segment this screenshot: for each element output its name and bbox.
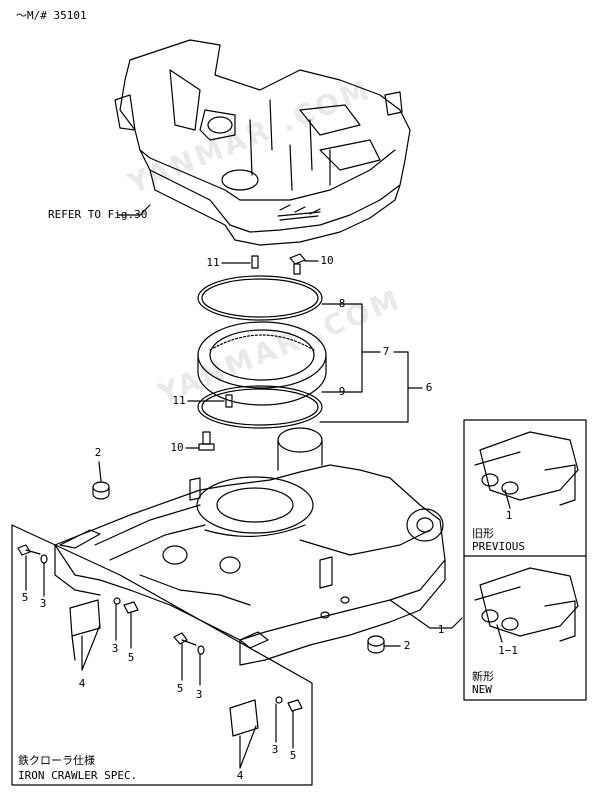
callout-7: 7	[382, 345, 390, 358]
iron-spec-en-label: IRON CRAWLER SPEC.	[18, 769, 138, 782]
track-frame	[54, 427, 446, 666]
swing-bearing	[197, 275, 327, 429]
bolt-5-right	[275, 696, 303, 749]
new-en-label: NEW	[472, 683, 492, 696]
shim-4-right	[229, 699, 259, 769]
callout-5: 5	[176, 682, 184, 695]
callout-6: 6	[425, 381, 433, 394]
iron-crawler-box	[11, 524, 313, 786]
version-inset	[463, 419, 587, 701]
callout-3: 3	[39, 597, 47, 610]
new-jp-label: 新形	[472, 670, 494, 683]
callout-3: 3	[195, 688, 203, 701]
callout-3: 3	[111, 642, 119, 655]
callout-2: 2	[403, 639, 411, 652]
callout-3: 3	[271, 743, 279, 756]
refer-fig-label: REFER TO Fig.30	[48, 208, 148, 221]
callout-5: 5	[289, 749, 297, 762]
callout-8: 8	[338, 297, 346, 310]
bolt-11-top	[221, 255, 259, 269]
shim-4-left	[69, 599, 101, 671]
callout-10: 10	[320, 254, 334, 267]
bolt-5-left	[17, 544, 48, 597]
callout-5: 5	[127, 651, 135, 664]
callout-11: 11	[172, 394, 186, 407]
callout-2: 2	[94, 446, 102, 459]
cap-2-right	[367, 635, 401, 654]
model-ref: ～M/# 35101	[16, 9, 87, 22]
previous-jp-label: 旧形	[472, 527, 494, 540]
bolt-5-mid	[113, 597, 139, 649]
bolt-10-top	[289, 253, 319, 275]
turntable-frame	[114, 39, 411, 246]
callout-10: 10	[170, 441, 184, 454]
callout-1-1-new: 1−1	[498, 644, 518, 657]
bolt-5-lower	[173, 632, 205, 686]
iron-spec-jp-label: 鉄クローラ仕様	[18, 754, 95, 767]
callout-9: 9	[338, 385, 346, 398]
callout-1-previous: 1	[505, 509, 513, 522]
callout-4: 4	[78, 677, 86, 690]
callout-11: 11	[206, 256, 220, 269]
callout-5: 5	[21, 591, 29, 604]
previous-en-label: PREVIOUS	[472, 540, 525, 553]
callout-4: 4	[236, 769, 244, 782]
callout-1: 1	[437, 623, 445, 636]
bolt-10-mid	[185, 431, 215, 451]
cap-2-left	[92, 461, 110, 500]
bolt-11-mid	[187, 394, 233, 408]
